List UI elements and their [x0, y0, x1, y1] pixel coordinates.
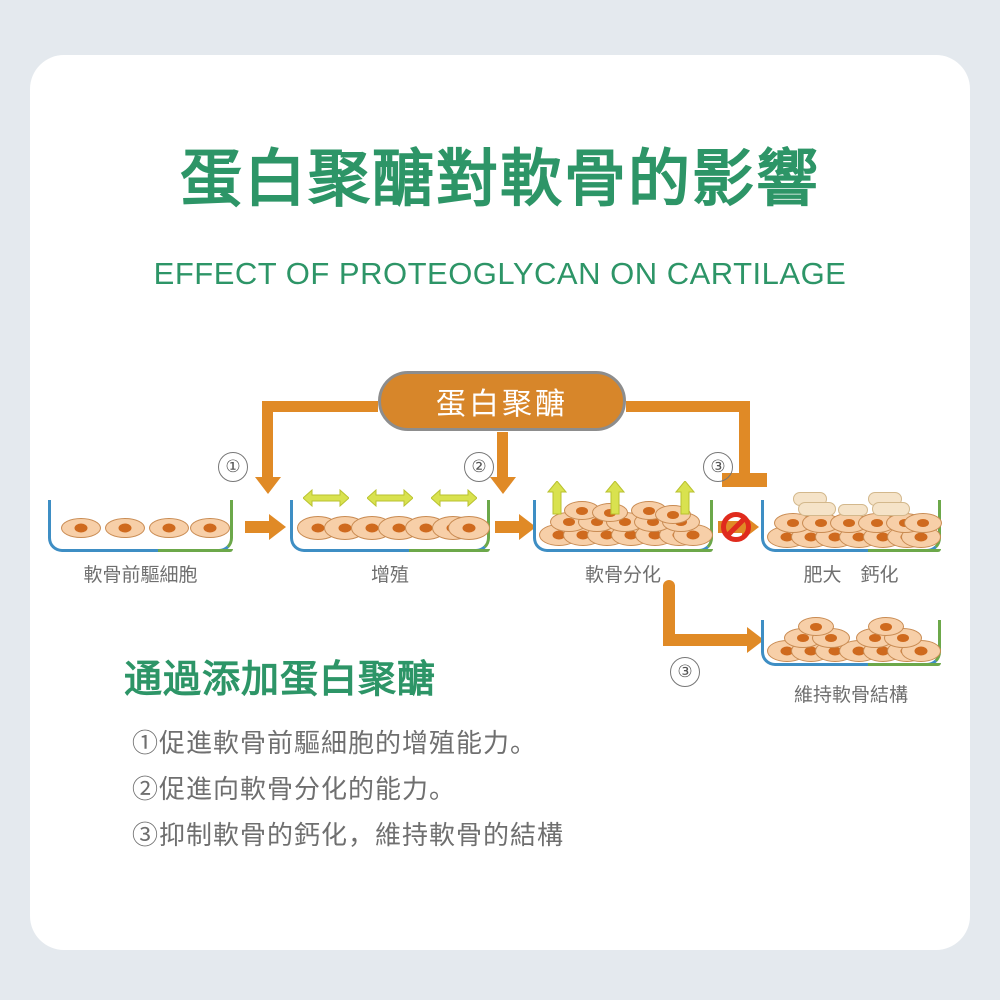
cell	[904, 513, 942, 533]
cell	[149, 518, 189, 538]
stage-progenitor-dish	[48, 500, 233, 552]
stage-proliferation-dish	[290, 500, 490, 552]
summary-point-3: ③抑制軟骨的鈣化，維持軟骨的結構	[132, 821, 565, 851]
transition-arrow-1	[245, 521, 269, 533]
page-subtitle-english: EFFECT OF PROTEOGLYCAN ON CARTILAGE	[153, 256, 847, 291]
page-title-chinese: 蛋白聚醣對軟骨的影響	[179, 142, 820, 215]
differentiation-arrow-icon	[605, 481, 625, 515]
cell	[190, 518, 230, 538]
summary-heading: 通過添加蛋白聚醣	[124, 657, 437, 701]
transition-arrowhead-1-icon	[269, 514, 286, 540]
step3-marker: ③	[703, 452, 733, 482]
proteoglycan-node-label: 蛋白聚醣	[436, 387, 568, 422]
step1-marker: ①	[218, 452, 248, 482]
step1-arrowhead-icon	[254, 477, 281, 494]
cell	[798, 617, 834, 636]
cell	[448, 516, 490, 540]
proliferation-arrow-icon	[431, 489, 477, 507]
proteoglycan-node: 蛋白聚醣	[378, 371, 626, 431]
outcome-maintained-label: 維持軟骨結構	[793, 684, 908, 706]
hypertrophic-cell	[798, 502, 836, 516]
outcome-maintained-dish	[761, 617, 942, 666]
cell	[105, 518, 145, 538]
cell	[868, 617, 904, 636]
proliferation-arrow-icon	[367, 489, 413, 507]
stage-differentiation-dish	[533, 500, 714, 552]
stage-proliferation-label: 增殖	[370, 564, 409, 586]
step1-arrow-horizontal	[262, 401, 378, 412]
outcome-arrow-vertical	[663, 580, 675, 646]
step2-arrowhead-icon	[489, 477, 516, 494]
stage-differentiation-label: 軟骨分化	[584, 564, 661, 586]
cell	[61, 518, 101, 538]
step3-arrow-vertical	[739, 401, 750, 479]
stage-hypertrophy-label: 肥大 鈣化	[803, 564, 899, 586]
differentiation-arrow-icon	[547, 481, 567, 515]
differentiation-arrow-icon	[675, 481, 695, 515]
step3-inhibition-bar-icon	[722, 473, 767, 487]
cell	[774, 513, 812, 533]
transition-arrowhead-2-icon	[519, 514, 536, 540]
step2-marker: ②	[464, 452, 494, 482]
outcome-arrowhead-icon	[747, 627, 764, 653]
transition-arrow-2	[495, 521, 519, 533]
stage-progenitor-label: 軟骨前驅細胞	[83, 564, 198, 586]
summary-point-2: ②促進向軟骨分化的能力。	[132, 775, 457, 805]
step3-arrow-horizontal	[626, 401, 750, 412]
outcome-arrow-horizontal	[663, 634, 747, 646]
step2-arrow-vertical	[497, 432, 508, 479]
hypertrophic-cell	[872, 502, 910, 516]
outcome-marker: ③	[670, 657, 700, 687]
no-entry-icon	[721, 512, 751, 542]
summary-point-1: ①促進軟骨前驅細胞的增殖能力。	[132, 729, 538, 759]
proliferation-arrow-icon	[303, 489, 349, 507]
hypertrophic-cell	[838, 504, 868, 516]
stage-hypertrophy-dish	[761, 492, 942, 552]
step1-arrow-vertical	[262, 401, 273, 479]
